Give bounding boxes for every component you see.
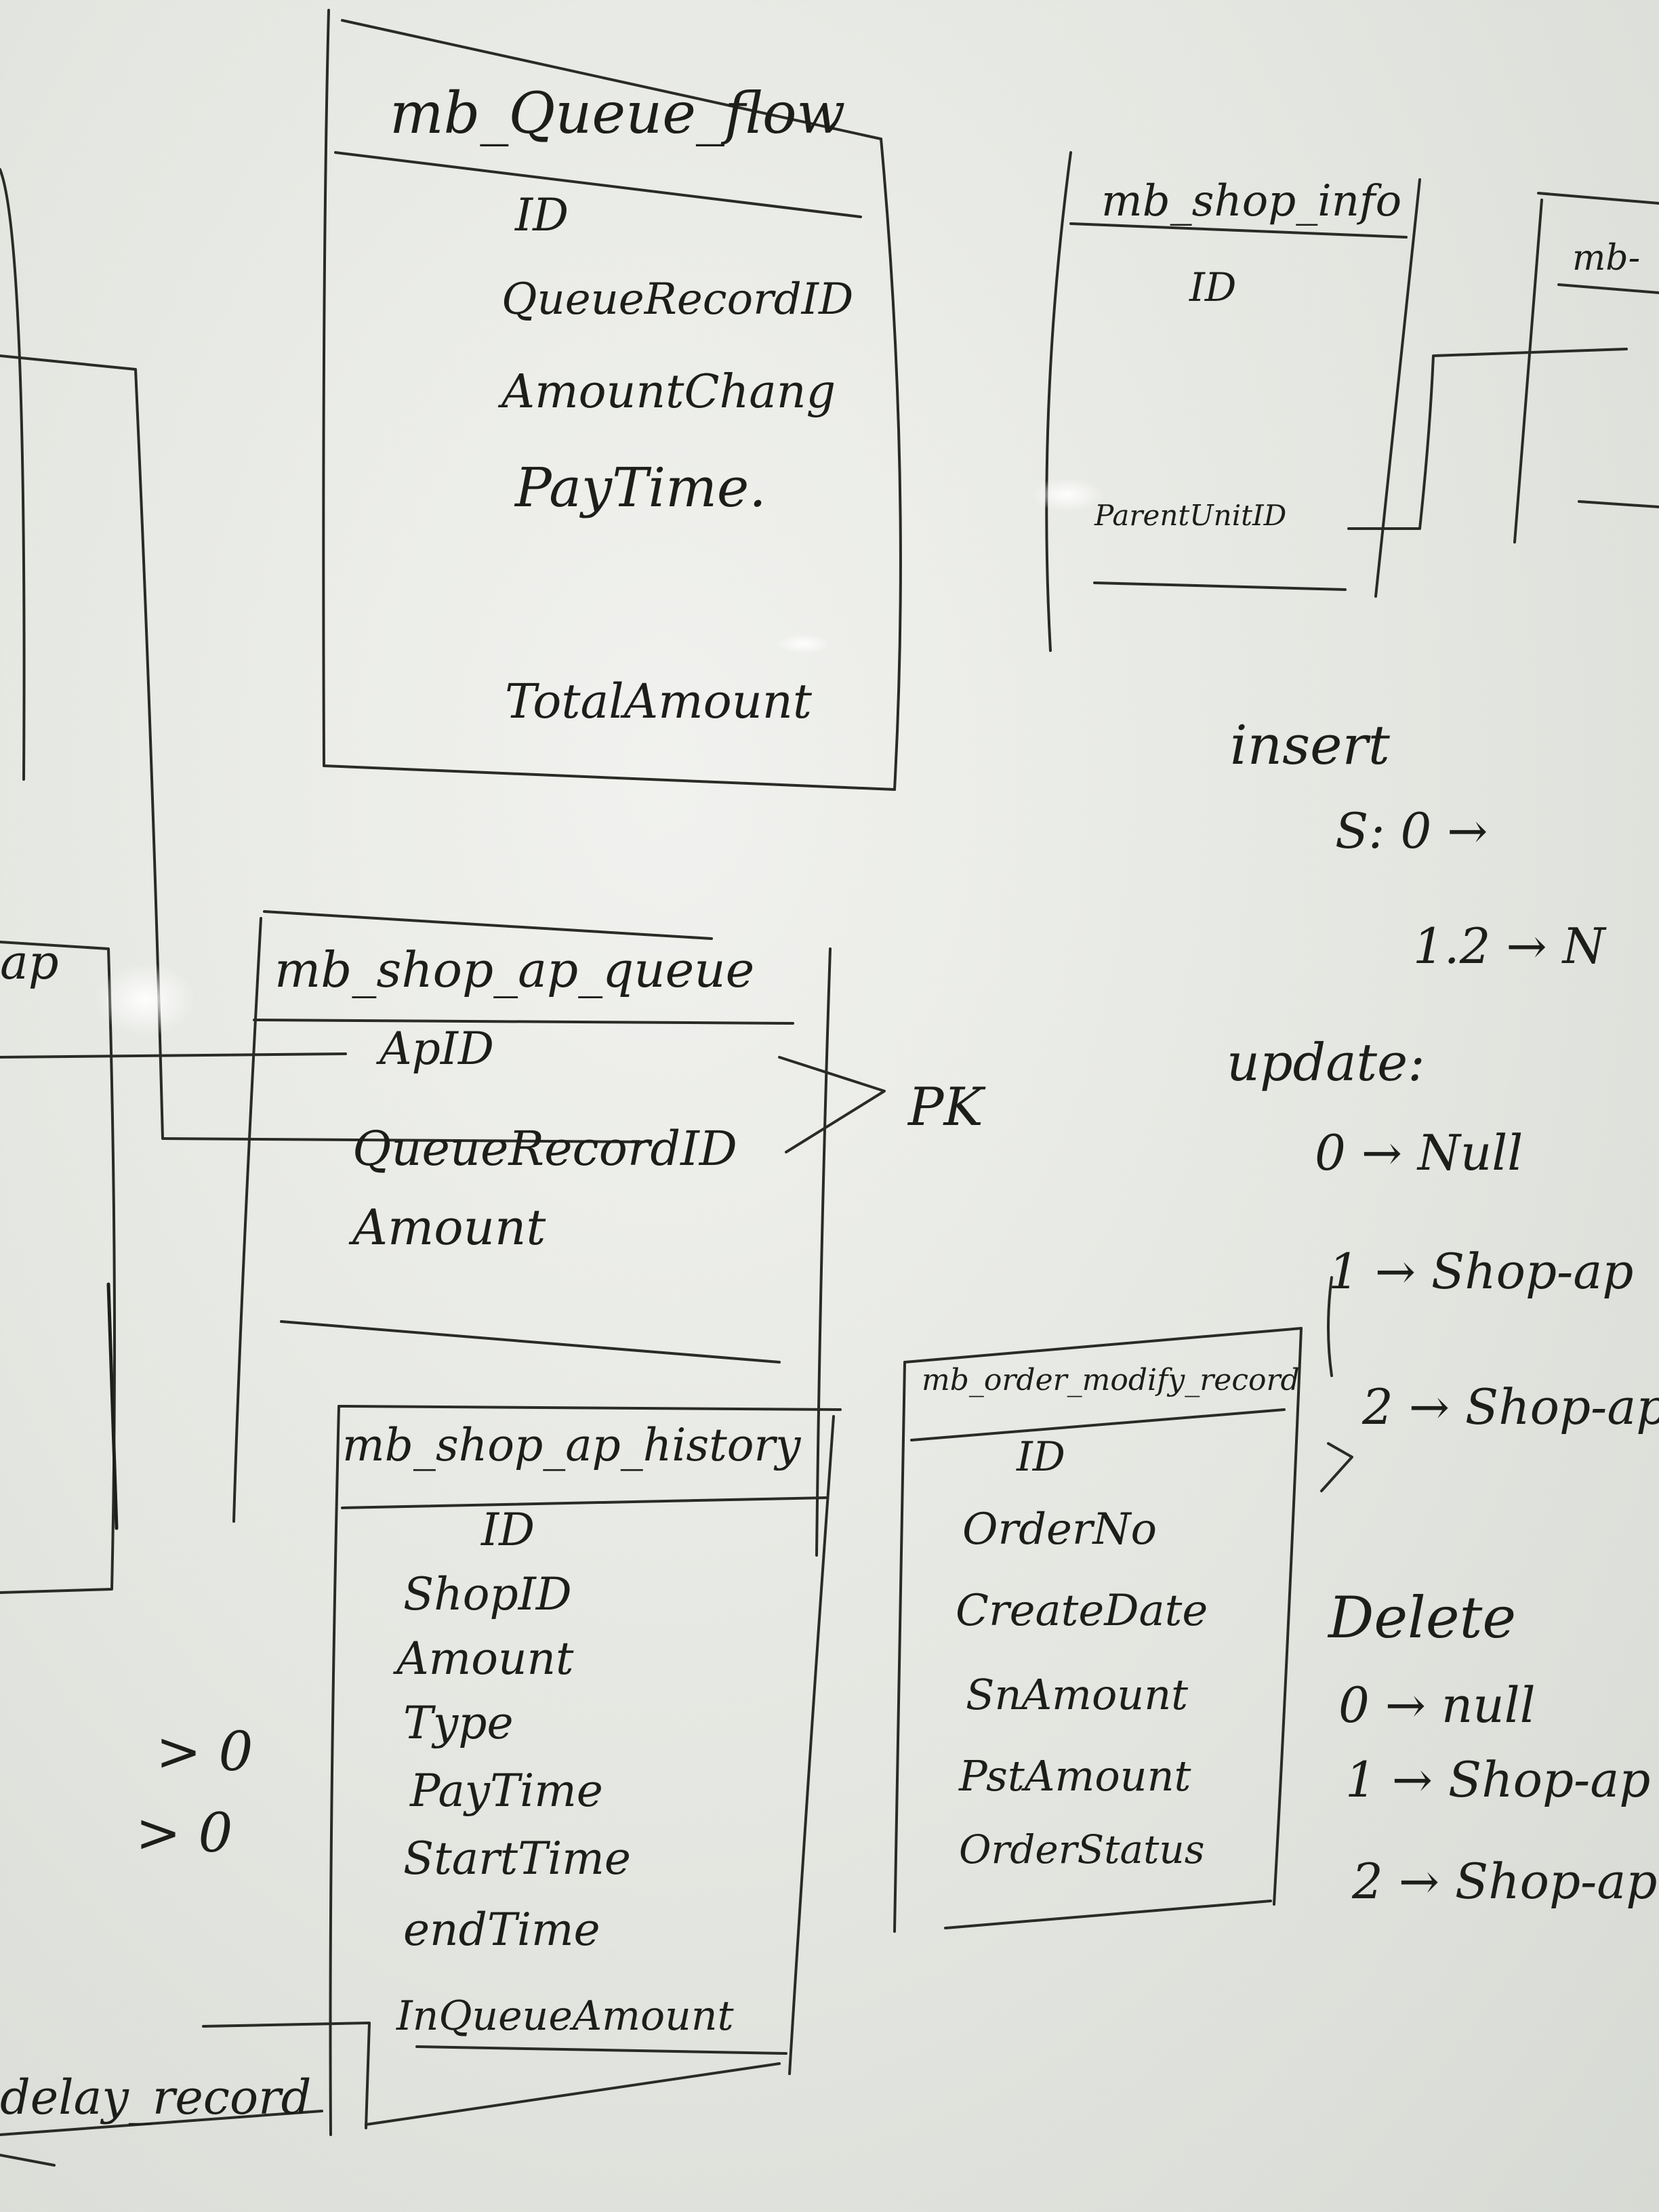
delay-record-box xyxy=(0,2022,371,2167)
shop-ap-history-field: ShopID xyxy=(403,1568,572,1620)
queue-flow-field: QueueRecordID xyxy=(501,274,854,325)
order-modify-field: CreateDate xyxy=(956,1586,1208,1636)
left-ap-fragment: ap xyxy=(0,935,59,990)
top-right-box xyxy=(1513,192,1659,544)
shop-info-field: ParentUnitID xyxy=(1094,499,1287,532)
queue-flow-field: TotalAmount xyxy=(505,674,813,729)
parent-connector-line xyxy=(1347,348,1628,530)
queue-flow-field: AmountChang xyxy=(501,365,836,419)
order-modify-field: PstAmount xyxy=(959,1751,1191,1801)
shop-ap-history-field: PayTime xyxy=(410,1765,603,1817)
note-strokes xyxy=(1320,1276,1353,1492)
top-right-title-fragment: mb- xyxy=(1572,238,1641,279)
order-modify-record-box xyxy=(893,1327,1303,1933)
table-title-shop-ap-queue: mb_shop_ap_queue xyxy=(274,941,755,998)
table-title-shop-ap-history: mb_shop_ap_history xyxy=(342,1419,801,1471)
delete-heading: Delete xyxy=(1328,1584,1517,1651)
update-line: 0 → Null xyxy=(1315,1124,1523,1181)
pk-arrow xyxy=(778,1056,886,1153)
order-modify-field: OrderStatus xyxy=(959,1826,1205,1872)
shop-ap-history-field: ID xyxy=(481,1504,535,1556)
pk-label: PK xyxy=(908,1077,983,1138)
update-line: 1 → Shop-ap xyxy=(1328,1243,1634,1300)
table-title-order-modify-record: mb_order_modify_record xyxy=(922,1363,1300,1397)
order-modify-field: ID xyxy=(1017,1433,1065,1481)
shop-ap-queue-field: Amount xyxy=(352,1199,546,1256)
light-glare xyxy=(1030,478,1105,512)
shop-ap-queue-field: ApID xyxy=(380,1023,494,1075)
order-modify-field: SnAmount xyxy=(966,1670,1189,1719)
order-modify-field: OrderNo xyxy=(962,1504,1158,1555)
queue-flow-field: ID xyxy=(515,189,569,241)
delete-line: 0 → null xyxy=(1338,1677,1536,1734)
left-delay-record: delay_record xyxy=(0,2070,312,2125)
left-condition-1: > 0 xyxy=(156,1720,253,1783)
queue-flow-box xyxy=(322,9,902,791)
insert-heading: insert xyxy=(1230,714,1390,777)
shop-ap-queue-field: QueueRecordID xyxy=(352,1121,737,1176)
shop-ap-history-field: StartTime xyxy=(403,1832,631,1885)
update-line: 2 → Shop-ap xyxy=(1362,1378,1659,1435)
update-heading: update: xyxy=(1227,1032,1425,1092)
queue-flow-field: PayTime. xyxy=(515,456,766,519)
shop-ap-history-field: Amount xyxy=(396,1633,574,1685)
shop-ap-history-field: Type xyxy=(403,1697,514,1749)
left-boxes xyxy=(0,168,645,1594)
shop-ap-queue-box xyxy=(232,910,832,1557)
delete-line: 2 → Shop-ap xyxy=(1352,1853,1658,1910)
left-condition-2: > 0 xyxy=(136,1801,233,1864)
table-title-queue-flow: mb_Queue_flow xyxy=(390,80,846,146)
shop-ap-history-field: InQueueAmount xyxy=(396,1992,734,2040)
insert-line: 1.2 → N xyxy=(1413,918,1605,975)
insert-line: S: 0 → xyxy=(1335,802,1488,859)
light-glare-3 xyxy=(95,962,197,1037)
shop-ap-history-box xyxy=(329,1405,842,2136)
shop-info-field: ID xyxy=(1189,264,1237,310)
delete-line: 1 → Shop-ap xyxy=(1345,1751,1651,1808)
shop-info-box xyxy=(1045,151,1421,652)
table-title-shop-info: mb_shop_info xyxy=(1101,176,1402,226)
light-glare-2 xyxy=(776,634,830,654)
shop-ap-history-field: endTime xyxy=(403,1904,600,1956)
